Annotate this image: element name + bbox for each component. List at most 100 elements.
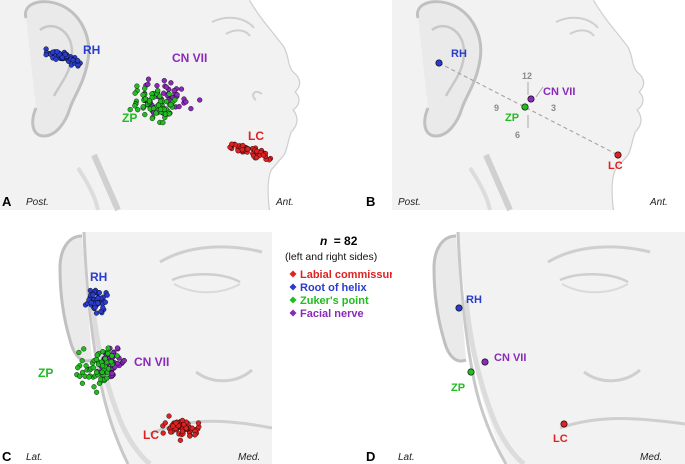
- zp-point: [157, 93, 163, 99]
- cn7-point: [174, 92, 180, 98]
- cn7-point: [188, 105, 194, 112]
- lc-point: [195, 420, 202, 426]
- zp-point: [105, 351, 111, 357]
- eyebrow-line-c: [159, 245, 263, 264]
- cn7-point: [145, 76, 152, 82]
- lip-line-d: [559, 417, 685, 430]
- lc-point: [160, 430, 166, 436]
- cn7-point: [183, 99, 189, 105]
- post-note-b: Post.: [398, 197, 421, 208]
- eye-line-d: [559, 272, 629, 284]
- cn7-point: [168, 80, 174, 86]
- jaw-line: [91, 153, 121, 212]
- clock-6-label: 6: [515, 130, 520, 140]
- cn7-point: [114, 345, 121, 351]
- ant-note-b: Ant.: [649, 197, 668, 208]
- zp-point: [83, 363, 89, 369]
- legend-marker-0: [289, 270, 297, 278]
- cn7-label-a: CN VII: [172, 51, 207, 65]
- eye-line-b: [555, 16, 599, 29]
- zp-point: [105, 366, 112, 372]
- cn7-point-b: [527, 95, 535, 103]
- cn7-point: [171, 87, 177, 94]
- rh-point: [75, 57, 81, 64]
- cn7-label-b: CN VII: [543, 86, 575, 98]
- zp-label-b: ZP: [505, 112, 519, 124]
- lc-point: [162, 420, 168, 426]
- eye-line: [211, 16, 255, 29]
- lc-point: [254, 155, 260, 161]
- cn7-pointer-line: [535, 86, 544, 98]
- ear-outline-b: [415, 0, 483, 138]
- cn7-point-d: [481, 358, 489, 366]
- legend-n-line: n = 82: [320, 234, 358, 248]
- nose-line-c: [195, 368, 253, 383]
- rh-point: [95, 300, 101, 306]
- cn7-point: [121, 358, 127, 364]
- zp-point: [153, 110, 159, 116]
- rh-point: [54, 49, 60, 55]
- lc-point: [239, 147, 245, 153]
- rh-point-b: [435, 59, 443, 67]
- zp-point: [99, 363, 106, 369]
- zp-point: [155, 88, 161, 94]
- ant-note-a: Ant.: [275, 197, 294, 208]
- ear-outline-d: [432, 234, 467, 363]
- lc-label-b: LC: [608, 160, 623, 172]
- lat-note-c: Lat.: [26, 452, 43, 463]
- rh-label-b: RH: [451, 48, 467, 60]
- panel-b: 12 3 6 9 RH CN VII ZP LC B Post. Ant.: [366, 0, 685, 212]
- lc-point: [181, 422, 187, 428]
- clock-12-label: 12: [522, 71, 532, 81]
- lc-point: [179, 428, 186, 434]
- ear-inner-line-b: [431, 24, 466, 97]
- zp-point: [142, 111, 148, 118]
- background-outside-face-b: [594, 0, 685, 210]
- lc-point: [235, 148, 241, 154]
- cn7-point: [178, 86, 185, 92]
- ear-inner-line: [39, 24, 74, 97]
- nose-wing-line: [252, 90, 263, 101]
- cn7-label-c: CN VII: [134, 355, 169, 369]
- eyelid-line: [225, 29, 251, 37]
- panel-letter-c: C: [2, 449, 12, 464]
- legend-label-0: Labial commissure: [300, 269, 400, 281]
- post-note-a: Post.: [26, 197, 49, 208]
- zp-point: [79, 369, 86, 376]
- eyebrow-line-d: [547, 245, 651, 264]
- zp-point: [91, 384, 97, 390]
- zp-point: [93, 356, 100, 363]
- lc-label-c: LC: [143, 428, 159, 442]
- zp-point: [81, 346, 87, 352]
- cn7-point: [176, 103, 182, 110]
- zp-point: [166, 91, 172, 97]
- face-front-fill-d: [458, 232, 685, 464]
- med-note-d: Med.: [640, 452, 662, 463]
- jaw-line-d: [463, 299, 526, 464]
- rh-point: [90, 292, 96, 298]
- zp-point: [127, 106, 133, 113]
- legend-label-2: Zuker's point: [300, 295, 369, 307]
- rh-point: [92, 304, 98, 311]
- zp-point: [99, 369, 105, 375]
- zp-point: [155, 102, 162, 108]
- rh-point: [104, 292, 110, 298]
- lc-point: [173, 420, 179, 426]
- lc-point: [245, 146, 251, 152]
- scatter-points-c: [74, 287, 202, 443]
- legend-subtitle: (left and right sides): [285, 251, 377, 263]
- zp-point: [93, 369, 100, 375]
- rh-point: [88, 300, 94, 306]
- rh-point: [96, 290, 103, 296]
- zp-point: [146, 98, 153, 104]
- zp-point: [90, 365, 96, 371]
- lc-label-a: LC: [248, 129, 264, 143]
- zp-point: [114, 353, 120, 359]
- cn7-point: [145, 81, 151, 87]
- lat-note-d: Lat.: [398, 452, 415, 463]
- zp-point: [158, 106, 164, 112]
- panel-letter-a: A: [2, 194, 12, 209]
- panel-d: RH CN VII ZP LC D Lat. Med.: [366, 231, 685, 464]
- legend-label-1: Root of helix: [300, 282, 367, 294]
